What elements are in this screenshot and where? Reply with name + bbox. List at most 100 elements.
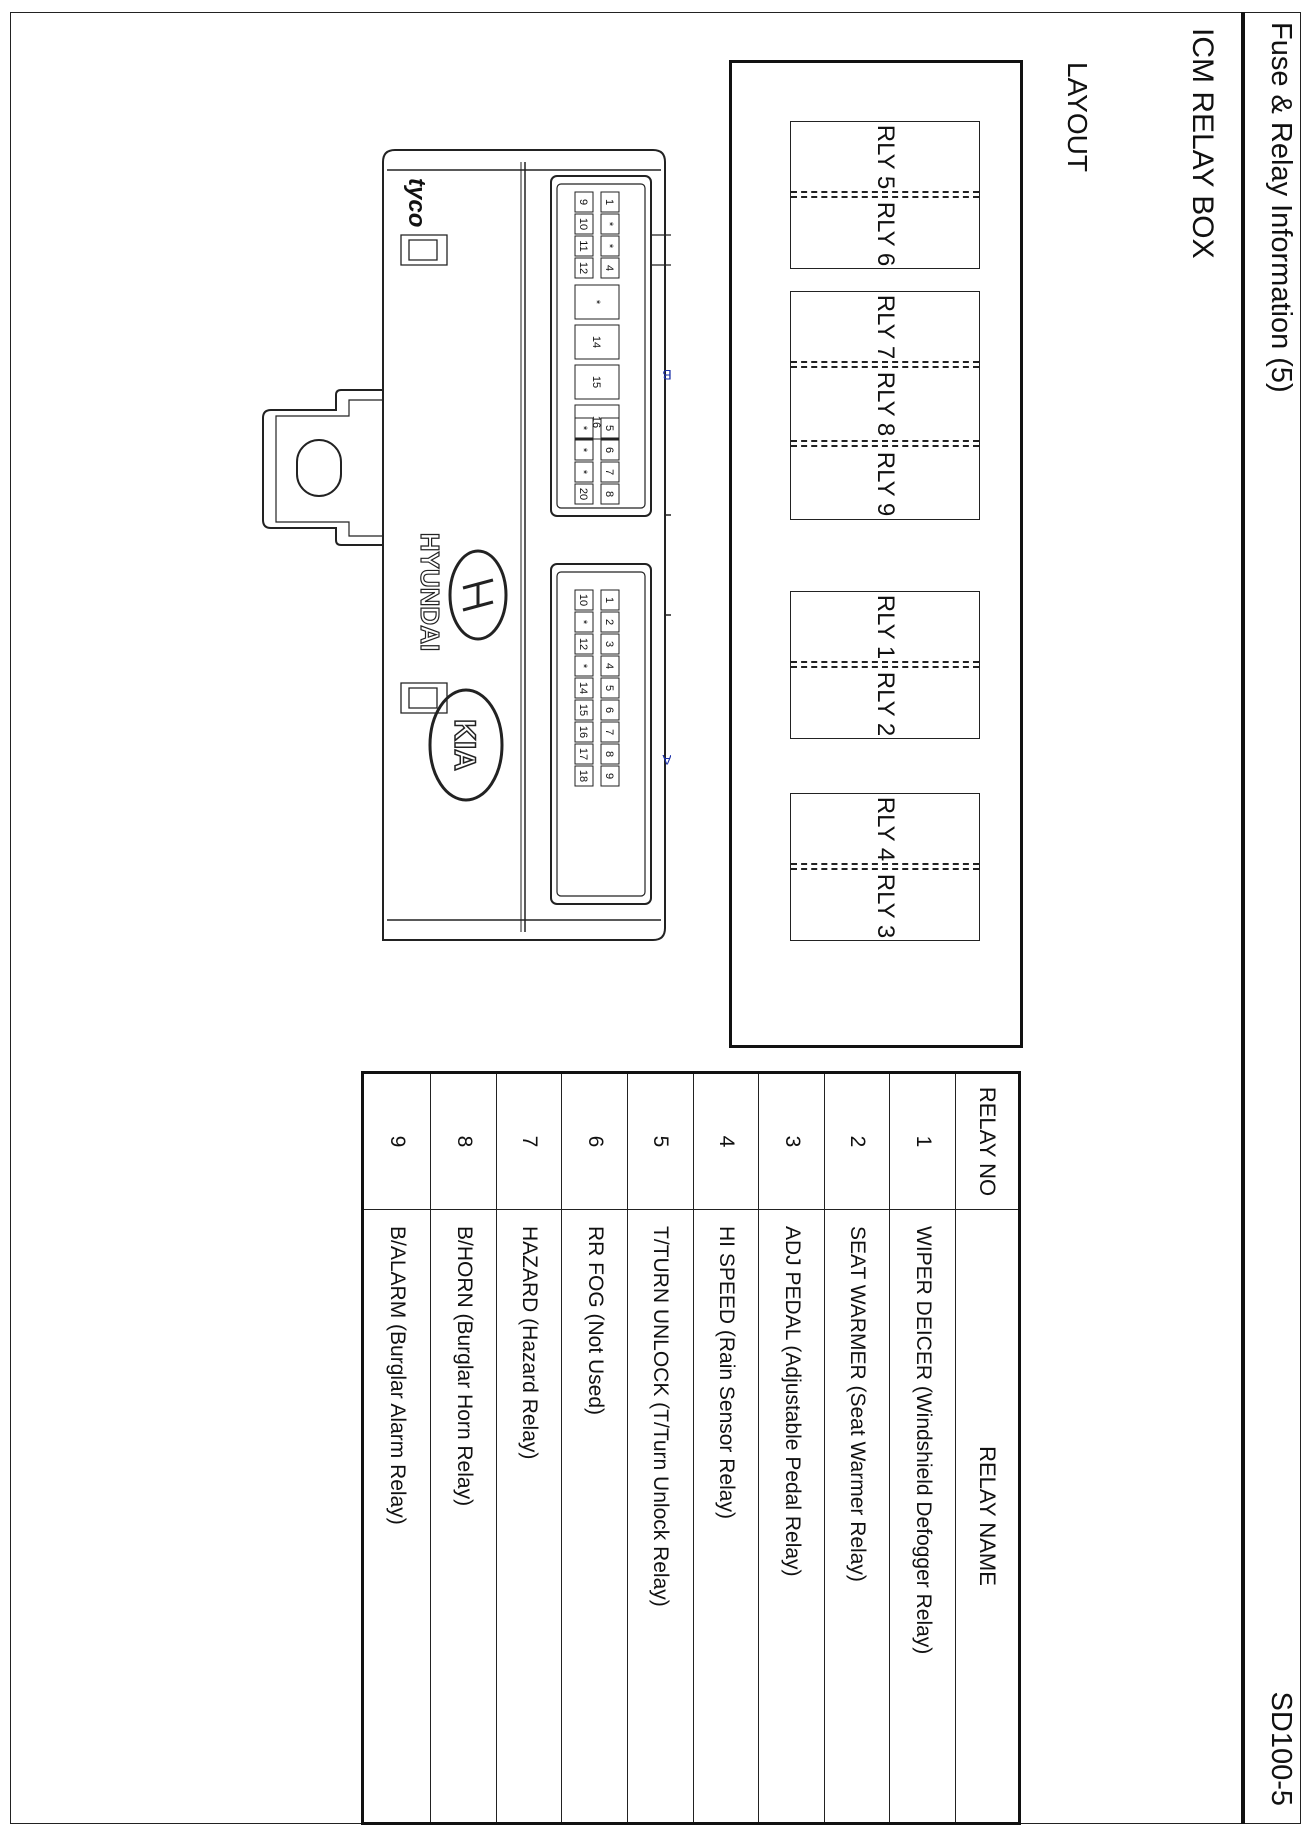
relay-label: RLY 4 bbox=[872, 796, 899, 862]
svg-text:9: 9 bbox=[603, 773, 615, 779]
svg-text:8: 8 bbox=[603, 751, 615, 757]
svg-text:*: * bbox=[603, 244, 615, 249]
header-relay-name: RELAY NAME bbox=[955, 1209, 1020, 1824]
svg-text:15: 15 bbox=[590, 376, 602, 388]
svg-text:9: 9 bbox=[577, 199, 589, 205]
page-code: SD100-5 bbox=[1265, 1691, 1297, 1806]
svg-text:12: 12 bbox=[577, 638, 589, 650]
svg-text:16: 16 bbox=[577, 726, 589, 738]
connector-b-pins: 1 * * 4 9 10 11 12 * 14 15 16 5 6 7 8 * bbox=[574, 191, 620, 505]
svg-text:17: 17 bbox=[577, 748, 589, 760]
connector-a-outline bbox=[550, 563, 652, 905]
relay-no: 7 bbox=[496, 1072, 562, 1210]
svg-text:4: 4 bbox=[603, 663, 615, 669]
relay-label: RLY 8 bbox=[872, 371, 899, 437]
svg-text:1: 1 bbox=[603, 597, 615, 603]
relay-name: B/HORN (Burglar Horn Relay) bbox=[430, 1209, 497, 1824]
relay-divider bbox=[791, 440, 979, 447]
svg-text:18: 18 bbox=[577, 770, 589, 782]
svg-text:*: * bbox=[577, 620, 589, 625]
relay-divider bbox=[791, 191, 979, 198]
svg-text:*: * bbox=[577, 448, 589, 453]
page-header-title: Fuse & Relay Information (5) bbox=[1265, 22, 1297, 393]
svg-text:7: 7 bbox=[603, 729, 615, 735]
header-divider bbox=[1241, 12, 1245, 1824]
relay-no: 8 bbox=[430, 1072, 497, 1210]
relay-label: RLY 2 bbox=[872, 671, 899, 737]
table-header-row: RELAY NO RELAY NAME bbox=[955, 1072, 1020, 1824]
relay-name: SEAT WARMER (Seat Warmer Relay) bbox=[824, 1209, 890, 1824]
svg-text:*: * bbox=[603, 222, 615, 227]
connector-a-pins: 1 2 3 4 5 6 7 8 9 10 * 12 * 14 15 16 17 … bbox=[574, 589, 620, 787]
svg-text:*: * bbox=[577, 426, 589, 431]
svg-text:6: 6 bbox=[603, 447, 615, 453]
relay-name: ADJ PEDAL (Adjustable Pedal Relay) bbox=[758, 1209, 825, 1824]
svg-text:14: 14 bbox=[577, 682, 589, 694]
svg-text:7: 7 bbox=[603, 469, 615, 475]
relay-label: RLY 6 bbox=[872, 201, 899, 267]
relay-label: RLY 9 bbox=[872, 451, 899, 517]
relay-name: HAZARD (Hazard Relay) bbox=[496, 1209, 562, 1824]
relay-no: 4 bbox=[693, 1072, 759, 1210]
relay-slot-7-8-9: RLY 7 RLY 8 RLY 9 bbox=[790, 291, 980, 520]
layout-label: LAYOUT bbox=[1062, 62, 1093, 172]
relay-slot-4-3: RLY 4 RLY 3 bbox=[790, 793, 980, 941]
relay-slot-5-6: RLY 5 RLY 6 bbox=[790, 121, 980, 269]
relay-name: WIPER DEICER (Windshield Defogger Relay) bbox=[889, 1209, 956, 1824]
relay-layout-box: RLY 5 RLY 6 RLY 7 RLY 8 RLY 9 RLY 1 RLY … bbox=[729, 60, 1023, 1048]
svg-text:14: 14 bbox=[590, 336, 602, 348]
relay-no: 6 bbox=[561, 1072, 628, 1210]
svg-text:12: 12 bbox=[577, 262, 589, 274]
mounting-tab bbox=[262, 389, 383, 546]
svg-text:HYUNDAI: HYUNDAI bbox=[415, 533, 445, 651]
svg-text:8: 8 bbox=[603, 491, 615, 497]
svg-text:1: 1 bbox=[603, 199, 615, 205]
relay-name: B/ALARM (Burglar Alarm Relay) bbox=[362, 1209, 431, 1824]
header-relay-no: RELAY NO bbox=[955, 1072, 1020, 1210]
svg-text:*: * bbox=[577, 664, 589, 669]
svg-text:5: 5 bbox=[603, 685, 615, 691]
connector-b-label: M01-B bbox=[662, 367, 671, 383]
svg-text:4: 4 bbox=[603, 265, 615, 271]
svg-text:20: 20 bbox=[577, 488, 589, 500]
svg-text:15: 15 bbox=[577, 704, 589, 716]
relay-name: HI SPEED (Rain Sensor Relay) bbox=[693, 1209, 759, 1824]
svg-text:11: 11 bbox=[577, 240, 589, 251]
svg-text:3: 3 bbox=[603, 641, 615, 647]
relay-label: RLY 7 bbox=[872, 294, 899, 360]
connector-a-label: M01-A bbox=[662, 752, 671, 768]
relay-label: RLY 1 bbox=[872, 594, 899, 660]
svg-text:5: 5 bbox=[603, 425, 615, 431]
relay-label: RLY 3 bbox=[872, 873, 899, 939]
relay-divider bbox=[791, 863, 979, 870]
tyco-logo: tyco bbox=[403, 178, 430, 227]
svg-text:KIA: KIA bbox=[448, 719, 481, 771]
hyundai-logo: HYUNDAI bbox=[414, 532, 508, 652]
svg-text:10: 10 bbox=[577, 218, 589, 230]
relay-no: 9 bbox=[362, 1072, 431, 1210]
housing-outline bbox=[382, 149, 666, 941]
relay-no: 2 bbox=[824, 1072, 890, 1210]
relay-divider bbox=[791, 361, 979, 368]
svg-text:6: 6 bbox=[603, 707, 615, 713]
relay-name: RR FOG (Not Used) bbox=[561, 1209, 628, 1824]
relay-no: 1 bbox=[889, 1072, 956, 1210]
icm-housing-drawing: M01-B M01-A 1 * * 4 9 10 11 12 * 14 15 1… bbox=[262, 149, 671, 941]
relay-no: 5 bbox=[627, 1072, 694, 1210]
relay-no: 3 bbox=[758, 1072, 825, 1210]
connector-b-outline bbox=[550, 175, 652, 517]
svg-text:*: * bbox=[577, 470, 589, 475]
svg-text:2: 2 bbox=[603, 619, 615, 625]
relay-name: T/TURN UNLOCK (T/Turn Unlock Relay) bbox=[627, 1209, 694, 1824]
section-title: ICM RELAY BOX bbox=[1186, 28, 1219, 259]
